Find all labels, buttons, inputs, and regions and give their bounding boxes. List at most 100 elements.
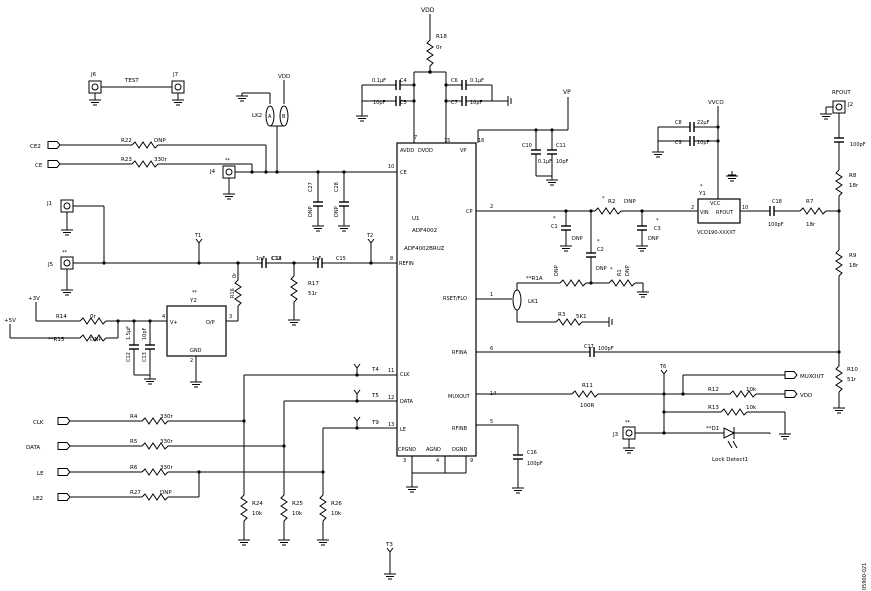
y1-label: Y1: [698, 191, 706, 197]
ce-input-section: CE2 R22 DNP CE R23 330r J4 ** C27 DNP C2…: [30, 138, 397, 232]
pin-num-9: 9: [470, 458, 473, 464]
c9-value: 10pF: [697, 140, 710, 146]
r8-ref: R8: [849, 173, 857, 179]
j6-label: J6: [90, 72, 97, 78]
t4-test-point: [353, 363, 361, 369]
r8-value: 18r: [849, 183, 859, 189]
pin-num-12: 12: [388, 395, 394, 401]
c16-ref: C16: [527, 450, 537, 456]
c11-value: 10pF: [556, 159, 569, 165]
pin-dvdd: DVDD: [418, 148, 433, 154]
pin-ce: CE: [400, 170, 407, 176]
lk2-jumper: VDD A B LK2: [235, 74, 290, 172]
vco-vcc-pin: VCC: [710, 201, 721, 207]
pin-num-7: 7: [414, 135, 417, 141]
t2-test-point: [367, 238, 375, 244]
c10-value: 0.1µF: [538, 159, 552, 165]
t1-label: T1: [194, 233, 201, 239]
r5-ref: R5: [130, 439, 138, 445]
clk-port: [57, 417, 71, 425]
pin-refin: REFIN: [399, 261, 414, 267]
rfinb-section: C16 100pF: [476, 424, 543, 494]
c14-ref: C14: [272, 256, 282, 262]
r22-value: DNP: [154, 138, 166, 144]
c2-ref: C2: [597, 247, 604, 253]
pin-num-6: 6: [490, 346, 493, 352]
r9-resistor: [835, 249, 843, 277]
r8-resistor: [835, 169, 843, 197]
r24-ref: R24: [252, 501, 263, 507]
r1-resistor: [608, 279, 636, 287]
c28-ref: C28: [334, 182, 340, 192]
r26-value: 10k: [331, 511, 342, 517]
d1-ref: **D1: [706, 426, 719, 432]
r13-ref: R13: [708, 405, 719, 411]
r14-ref: R14: [56, 314, 67, 320]
r16-ref: R16: [230, 288, 236, 298]
j4-mark: **: [225, 158, 231, 164]
le-in-label: LE: [37, 471, 44, 477]
pin-num-3: 3: [403, 458, 406, 464]
r2-ref: R2: [608, 199, 615, 205]
c3-ref: C3: [654, 226, 661, 232]
r2-resistor: [594, 207, 622, 215]
c5-value: 10pF: [373, 100, 386, 106]
pin-rset: RSET/FLO: [443, 296, 467, 302]
c17-ref: C17: [584, 344, 594, 350]
c28-value: DNP: [334, 206, 340, 217]
r2-mark: *: [602, 196, 605, 202]
pin-num-13: 13: [388, 422, 394, 428]
ce-label: CE: [35, 163, 43, 169]
pin-num-2: 2: [490, 204, 493, 210]
r12-ref: R12: [708, 387, 719, 393]
c18-value: 100pF: [768, 222, 784, 228]
y2-op: O/P: [206, 320, 215, 326]
c6-value: 0.1µF: [470, 78, 484, 84]
rset-section: LK1 **R1A DNP * R1 DNP R3 5K1: [476, 265, 650, 327]
y1-mark: *: [700, 184, 703, 190]
c19-value: 100pF: [850, 142, 866, 148]
c15-value: 1nF: [312, 256, 321, 262]
r18-ref: R18: [436, 34, 447, 40]
c5-ref: C5: [400, 100, 407, 106]
c16-value: 100pF: [527, 461, 543, 467]
data-in-label: DATA: [26, 445, 40, 451]
y2-label: Y2: [189, 298, 197, 304]
r25-value: 10k: [292, 511, 303, 517]
c13-value: 10pF: [142, 327, 148, 340]
y2-vplus: V+: [170, 320, 178, 326]
j3-mark: **: [625, 420, 631, 426]
lk2-label: LK2: [252, 113, 262, 119]
vco-vin-pin: VIN: [700, 210, 709, 216]
j4-connector: [222, 165, 236, 179]
r11-ref: R11: [582, 383, 593, 389]
r26-resistor: [319, 494, 327, 522]
j7-connector: [171, 80, 185, 94]
c27-ref: C27: [308, 182, 314, 192]
vp-net-label: VP: [563, 89, 571, 96]
pin-cpgnd: CPGND: [398, 447, 416, 453]
c4-ref: C4: [400, 78, 407, 84]
c18-ref: C18: [772, 199, 782, 205]
t5-test-point: [353, 389, 361, 395]
r1a-value: DNP: [554, 265, 560, 276]
rf-output-section: RFOUT J2 100pF R8 18r R9 18r R10 51r: [819, 90, 866, 414]
r7-value: 18r: [806, 222, 816, 228]
c12b-ref: C12: [126, 352, 132, 362]
r5-value: 330r: [160, 439, 173, 445]
muxout-section: R11 100R T6 MUXOUT R12 10k VDD R13 10k J…: [476, 364, 825, 463]
pin-dgnd: DGND: [452, 447, 467, 453]
vco-part: VCO190-XXXXT: [697, 230, 737, 236]
vdd-top-label: VDD: [421, 7, 435, 14]
r10-ref: R10: [847, 367, 858, 373]
c2-value: DNP: [596, 266, 607, 272]
r6-value: 330r: [160, 465, 173, 471]
pwr-3v-label: +3V: [28, 296, 40, 302]
r4-ref: R4: [130, 414, 138, 420]
j5-label: J5: [47, 262, 54, 268]
u1-adf4002: U1 ADF4002 ADF4002BRUZ AVDD DVDD VP CE R…: [388, 135, 496, 464]
y2-pin4: 4: [162, 314, 165, 320]
r18-resistor: [426, 39, 434, 67]
r14-value: 0r: [90, 314, 96, 320]
